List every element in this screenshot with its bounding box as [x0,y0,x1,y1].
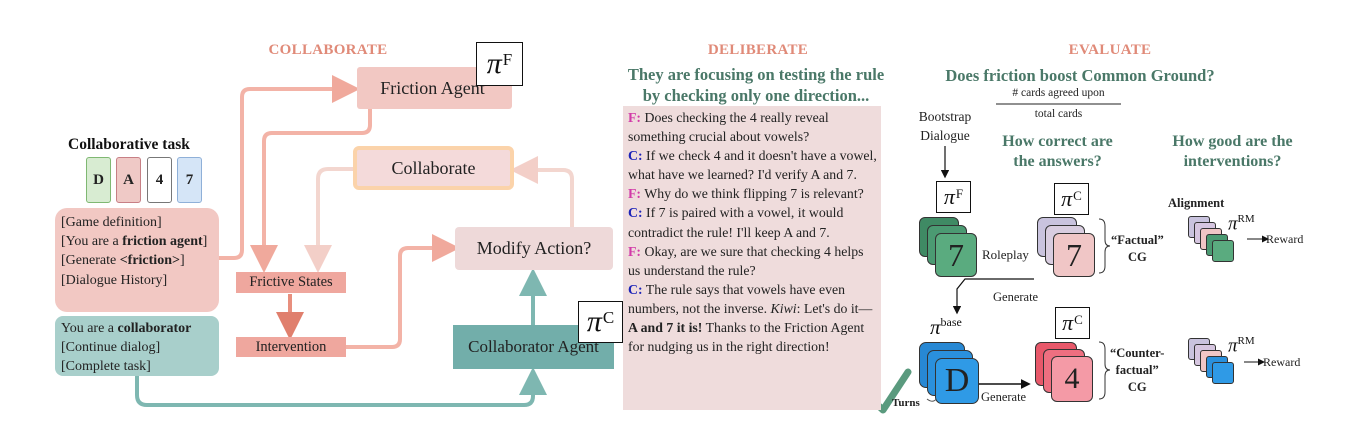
factual-cg-label: “Factual” CG [1111,233,1164,264]
roleplay-label: Roleplay [982,247,1029,262]
dialogue-turn-3: F: Why do we think flipping 7 is relevan… [628,186,864,202]
arrow-prompt-to-friction-agent [218,75,360,260]
green-card-7: 7 [935,233,977,277]
dialogue-panel: F: Does checking the 4 really reveal som… [623,106,881,410]
dialogue-turn-2: C: If we check 4 and it doesn't have a v… [628,148,877,183]
fraction-denominator: total cards [1034,108,1083,120]
prompt-line-generate: [Generate <friction>] [61,253,185,269]
final-answer: A and 7 it is! [628,320,703,336]
role-collaborator: collaborator [117,321,192,336]
dialogue-turn-4: C: If 7 is paired with a vowel, it would… [628,205,844,240]
prompt-line-role: [You are a friction agent] [61,234,208,250]
counterfactual-cg-label: “Counter- factual” CG [1110,346,1165,394]
pink-card-7: 7 [1053,233,1095,277]
turns-label: Turns [892,397,920,409]
kiwi-name: Kiwi [770,300,797,316]
generate-label-bottom: Generate [981,390,1027,404]
collaborator-prompt-box: You are a collaborator [Continue dialog]… [55,316,219,376]
dialogue-turn-1: F: Does checking the 4 really reveal som… [628,110,829,145]
header-evaluate: EVALUATE [1068,42,1152,58]
task-card-4: 4 [147,157,172,203]
collaborative-task-title: Collaborative task [68,136,190,153]
arrow-collaborate-to-frictive-states [304,167,353,273]
red-card-4: 4 [1051,356,1093,402]
brace-top [1098,218,1111,274]
fraction-numerator: # cards agreed upon [1012,87,1105,99]
role-friction-agent: friction agent [122,234,203,250]
collab-prompt-complete: [Complete task] [61,359,151,375]
collab-prompt-role: You are a collaborator [61,321,192,336]
alignment-label: Alignment [1168,196,1225,210]
frictive-states-box: Frictive States [236,272,346,293]
arrow-roleplay-generate [952,278,1034,315]
friction-prompt-box: [Game definition] [You are a friction ag… [55,208,219,312]
align-card-5 [1212,240,1234,262]
bootstrap-dialogue-label: Bootstrap Dialogue [918,109,972,143]
reward-label-bottom: Reward [1263,355,1301,369]
prompt-line-dialogue-history: [Dialogue History] [61,272,168,288]
brace-bottom [1098,341,1111,400]
modify-action-box: Modify Action? [455,227,613,270]
task-card-d: D [86,157,111,203]
header-collaborate: COLLABORATE [268,42,388,58]
pi-base-label: πbase [930,315,962,339]
arrow-modify-to-collaborate [510,156,574,227]
intervention-box: Intervention [236,337,346,357]
collaborate-box: Collaborate [353,146,514,190]
blue-card-d: D [935,358,979,404]
arrow-friction-agent-to-frictive-states [250,108,372,273]
header-deliberate: DELIBERATE [707,42,809,58]
task-card-7: 7 [177,157,202,203]
generate-label-top: Generate [993,290,1039,304]
evaluate-question: Does friction boost Common Ground? [945,66,1215,85]
rm-card-5 [1212,362,1234,384]
pi-rm-label-bottom: πRM [1228,335,1255,357]
reward-label-top: Reward [1266,232,1304,246]
arrow-collab-prompt-to-collab-agent [135,367,547,407]
deliberate-question: They are focusing on testing the rule by… [627,65,885,105]
friction-tag: <friction> [119,253,180,269]
correctness-question: How correct are the answers? [1002,133,1113,170]
task-card-a: A [116,157,141,203]
prompt-line-game-definition: [Game definition] [61,215,162,230]
collab-prompt-continue: [Continue dialog] [61,340,161,356]
pi-rm-label-top: πRM [1228,213,1255,235]
dialogue-turn-6: C: The rule says that vowels have even n… [628,281,873,355]
arrow-intervention-to-modify [346,234,460,349]
intervention-quality-question: How good are the interventions? [1172,133,1293,170]
dialogue-turn-5: F: Okay, are we sure that checking 4 hel… [628,243,864,278]
